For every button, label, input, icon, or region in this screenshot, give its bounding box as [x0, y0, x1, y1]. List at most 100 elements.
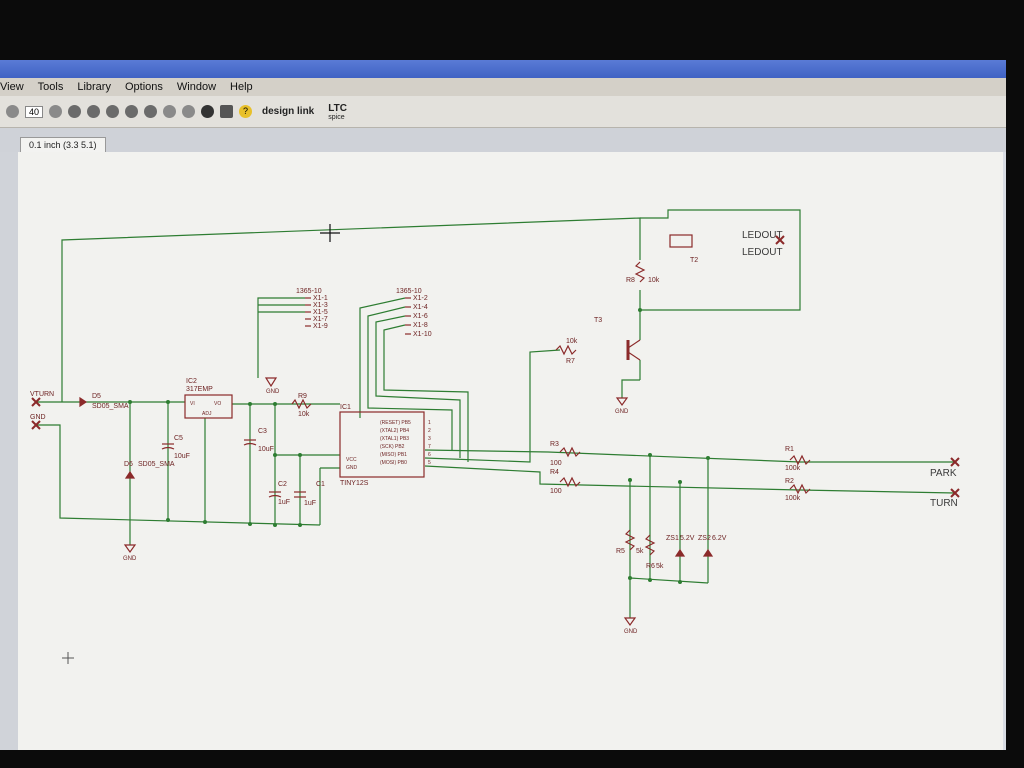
zoom-fit-icon[interactable]	[68, 105, 82, 118]
wire-conn1	[257, 297, 305, 378]
label-ic2-part: 317EMP	[186, 386, 213, 393]
menu-tools[interactable]: Tools	[37, 81, 64, 93]
svg-text:10k: 10k	[566, 338, 578, 345]
eagle-window: View Tools Library Options Window Help 4…	[0, 60, 1006, 750]
conn1-pins[interactable]	[305, 297, 311, 327]
tab-bar: 0.1 inch (3.3 5.1)	[0, 128, 1006, 152]
zoom-out-icon[interactable]	[106, 105, 120, 118]
svg-text:(MISO) PB1: (MISO) PB1	[380, 452, 407, 458]
svg-text:10k: 10k	[298, 411, 310, 418]
svg-text:GND: GND	[123, 556, 137, 562]
label-vturn: VTURN	[30, 391, 54, 398]
d6-symbol[interactable]	[124, 470, 136, 479]
port-x-icons[interactable]	[31, 235, 960, 498]
label-ic1-part: TINY12S	[340, 480, 369, 487]
crosshair-cursor-icon	[320, 224, 340, 242]
svg-text:5: 5	[428, 460, 431, 466]
svg-text:100k: 100k	[785, 465, 801, 472]
svg-text:R8: R8	[626, 277, 635, 284]
svg-text:R2: R2	[785, 478, 794, 485]
left-toolbar	[0, 152, 18, 750]
label-conn1: 1365-10	[296, 288, 322, 295]
svg-text:10uF: 10uF	[174, 453, 190, 460]
label-ledout-1: LEDOUT	[742, 230, 783, 241]
svg-text:ZS2: ZS2	[698, 535, 711, 542]
junction-dots	[128, 308, 710, 584]
hand-icon[interactable]	[49, 105, 63, 118]
wire-ledout-loop	[640, 209, 801, 311]
label-turn: TURN	[930, 498, 958, 509]
gnd-symbol-t3	[615, 397, 629, 407]
svg-text:1uF: 1uF	[278, 499, 290, 506]
svg-text:ZS1: ZS1	[666, 535, 679, 542]
svg-text:ADJ: ADJ	[202, 411, 212, 417]
tab-grid-info[interactable]: 0.1 inch (3.3 5.1)	[20, 137, 106, 152]
undo-icon[interactable]	[163, 105, 177, 118]
r4-symbol[interactable]	[559, 476, 581, 488]
svg-text:C1: C1	[316, 481, 325, 488]
svg-text:R5: R5	[616, 548, 625, 555]
menu-help[interactable]: Help	[230, 81, 253, 93]
title-bar	[0, 60, 1006, 78]
svg-text:X1-10: X1-10	[413, 331, 432, 338]
schematic-drawing[interactable]: IC2 317EMP VI VO ADJ IC1 TINY12S VCC GND…	[18, 152, 1003, 750]
r8-symbol[interactable]	[634, 261, 646, 283]
grid-icon[interactable]	[6, 105, 19, 118]
run-icon[interactable]	[220, 105, 234, 118]
conn2-pins[interactable]	[405, 297, 411, 335]
svg-text:VCC: VCC	[346, 457, 357, 463]
r1-symbol[interactable]	[789, 454, 811, 466]
menu-options[interactable]: Options	[124, 81, 163, 93]
svg-text:10k: 10k	[648, 277, 660, 284]
label-ic1: IC1	[340, 404, 351, 411]
r7-symbol[interactable]	[555, 344, 577, 356]
r5-symbol[interactable]	[624, 529, 636, 551]
redo-icon[interactable]	[182, 105, 196, 118]
menu-window[interactable]: Window	[176, 81, 217, 93]
r9-symbol[interactable]	[291, 398, 312, 410]
menu-view[interactable]: View	[0, 81, 24, 93]
label-t3: T3	[594, 317, 602, 324]
origin-cross-icon	[62, 652, 74, 664]
zs2-symbol[interactable]	[702, 548, 714, 557]
svg-text:X1-3: X1-3	[313, 302, 328, 309]
svg-text:(RESET) PB5: (RESET) PB5	[380, 420, 411, 426]
svg-text:X1-9: X1-9	[313, 323, 328, 330]
zs1-symbol[interactable]	[674, 548, 686, 557]
r3-symbol[interactable]	[559, 446, 581, 458]
svg-text:C5: C5	[174, 435, 183, 442]
svg-text:X1-7: X1-7	[313, 316, 328, 323]
r6-symbol[interactable]	[644, 534, 656, 556]
zoom-select-icon[interactable]	[125, 105, 139, 118]
ic2-symbol[interactable]	[184, 394, 233, 419]
wire-park	[424, 449, 801, 463]
svg-text:1uF: 1uF	[304, 500, 316, 507]
svg-text:1: 1	[428, 420, 431, 426]
menu-library[interactable]: Library	[77, 81, 111, 93]
wire-top-loop	[61, 217, 641, 402]
zoom-display[interactable]: 40	[25, 105, 44, 118]
svg-text:X1-4: X1-4	[413, 304, 428, 311]
svg-text:R7: R7	[566, 358, 575, 365]
schematic-canvas[interactable]: IC2 317EMP VI VO ADJ IC1 TINY12S VCC GND…	[18, 152, 1003, 750]
t2-symbol[interactable]	[669, 234, 693, 248]
svg-text:5.2V: 5.2V	[680, 535, 695, 542]
svg-text:7: 7	[428, 444, 431, 450]
svg-text:(XTAL1) PB3: (XTAL1) PB3	[380, 436, 409, 442]
svg-text:D5: D5	[92, 393, 101, 400]
d5-symbol[interactable]	[79, 396, 88, 408]
redraw-icon[interactable]	[144, 105, 158, 118]
svg-text:X1-2: X1-2	[413, 295, 428, 302]
design-link-button[interactable]: design link	[262, 106, 315, 117]
stop-icon[interactable]	[201, 105, 215, 118]
gnd-symbol-d6	[123, 544, 137, 554]
svg-text:(MOSI) PB0: (MOSI) PB0	[380, 460, 407, 466]
svg-text:SD05_SMA: SD05_SMA	[138, 461, 175, 468]
r2-symbol[interactable]	[789, 483, 811, 495]
ic1-symbol[interactable]	[339, 411, 425, 478]
svg-text:C3: C3	[258, 428, 267, 435]
help-icon[interactable]: ?	[239, 105, 253, 118]
zoom-in-icon[interactable]	[87, 105, 101, 118]
svg-text:6: 6	[428, 452, 431, 458]
